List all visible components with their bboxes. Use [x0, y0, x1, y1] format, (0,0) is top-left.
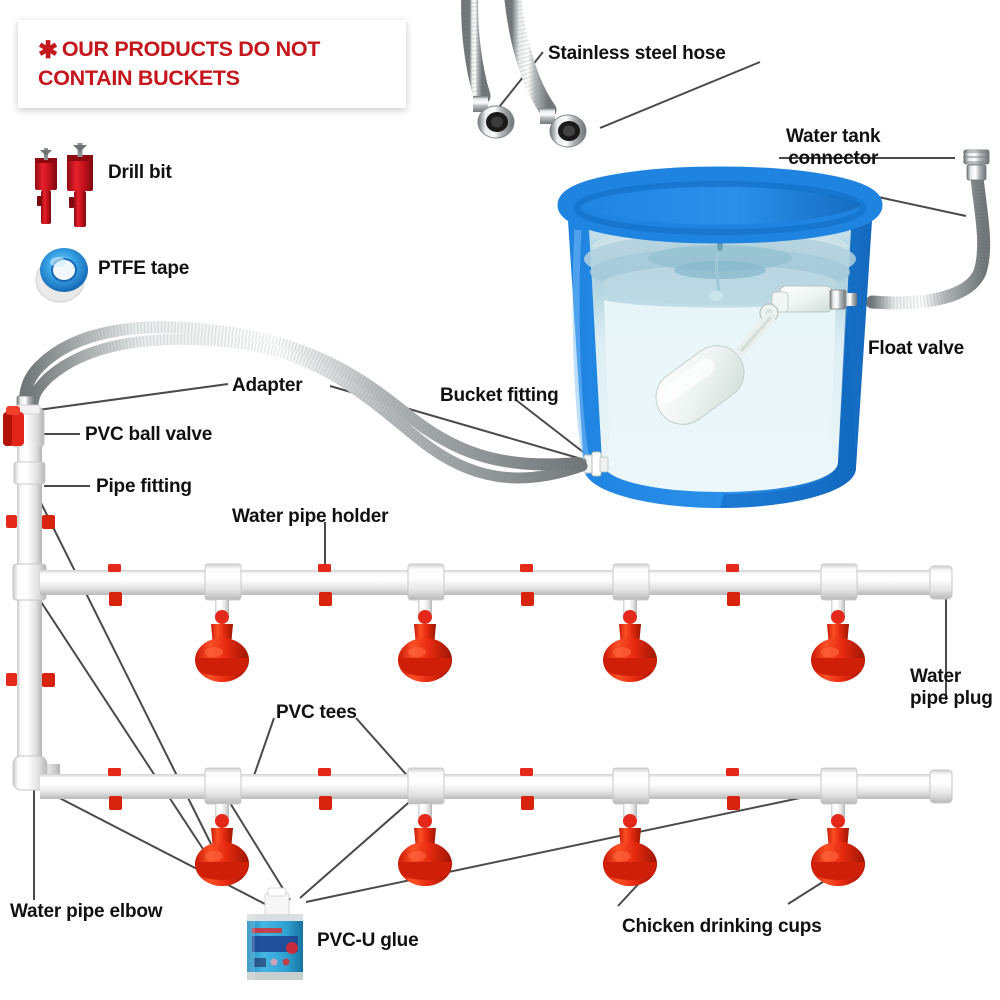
label-pvc-ball-valve: PVC ball valve: [85, 424, 213, 445]
label-stainless-steel-hose: Stainless steel hose: [548, 43, 726, 64]
float-valve-graphic: [655, 285, 857, 425]
legend-label-ptfe-tape: PTFE tape: [98, 258, 190, 279]
water-tank-connector-graphic: [865, 149, 991, 310]
upper-pipe-row: [40, 563, 953, 606]
pvc-u-glue-graphic: [247, 887, 303, 980]
label-float-valve: Float valve: [868, 338, 965, 359]
lower-drinking-cups: [195, 804, 865, 886]
label-adapter: Adapter: [232, 375, 303, 396]
label-water-tank-connector: Water tank connector: [786, 126, 881, 169]
upper-drinking-cups: [195, 600, 865, 682]
notice-box: ✱OUR PRODUCTS DO NOT CONTAIN BUCKETS: [18, 20, 406, 108]
label-pvc-u-glue: PVC-U glue: [317, 930, 419, 951]
legend-label-drill-bit: Drill bit: [108, 162, 172, 183]
label-bucket-fitting: Bucket fitting: [440, 385, 559, 406]
ptfe-tape-icon: [35, 248, 88, 303]
notice-message: OUR PRODUCTS DO NOT CONTAIN BUCKETS: [38, 37, 321, 90]
label-pipe-fitting: Pipe fitting: [96, 476, 192, 497]
bucket-graphic: [557, 166, 883, 508]
stainless-steel-hose-graphic: [461, 0, 587, 148]
label-chicken-drinking-cups: Chicken drinking cups: [622, 916, 822, 937]
lower-pipe-row: [40, 767, 953, 810]
notice-text: ✱OUR PRODUCTS DO NOT CONTAIN BUCKETS: [38, 34, 388, 92]
label-pvc-tees: PVC tees: [276, 702, 357, 723]
label-water-pipe-plug: Water pipe plug: [910, 666, 993, 709]
label-water-pipe-elbow: Water pipe elbow: [10, 901, 163, 922]
left-pipe-assembly: [3, 395, 60, 791]
asterisk-icon: ✱: [38, 37, 58, 64]
drill-bit-icon: [35, 143, 93, 227]
label-water-pipe-holder: Water pipe holder: [232, 506, 389, 527]
supply-hose-graphic: [19, 321, 588, 484]
